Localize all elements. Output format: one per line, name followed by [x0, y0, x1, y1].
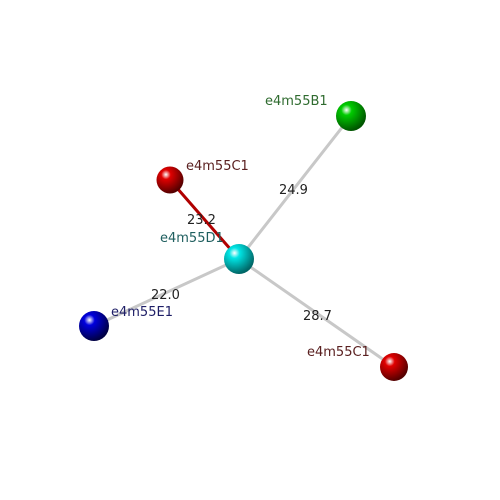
label-e4m55C1-top: e4m55C1 — [186, 159, 249, 174]
atom-e4m55E1[interactable] — [79, 311, 109, 341]
atom-e4m55C1-top[interactable] — [156, 166, 184, 194]
atom-e4m55B1[interactable] — [336, 101, 366, 131]
distance-center-c1-top: 23.2 — [187, 213, 216, 228]
distance-center-c1-bottom: 28.7 — [303, 309, 332, 324]
atoms — [79, 101, 408, 381]
label-e4m55E1: e4m55E1 — [111, 305, 173, 320]
atom-e4m55D1[interactable] — [224, 244, 254, 274]
edge-center-c1-bottom — [237, 257, 396, 369]
distance-center-e1: 22.0 — [151, 288, 180, 303]
edges — [92, 114, 396, 369]
edge-center-b1 — [237, 114, 353, 261]
atom-labels: e4m55B1 e4m55C1 e4m55D1 e4m55E1 e4m55C1 — [111, 94, 370, 360]
atom-e4m55C1-bottom[interactable] — [380, 353, 408, 381]
edge-center-c1-top — [168, 178, 241, 261]
label-e4m55D1: e4m55D1 — [160, 231, 224, 246]
label-e4m55B1: e4m55B1 — [265, 94, 328, 109]
label-e4m55C1-bottom: e4m55C1 — [307, 345, 370, 360]
distance-labels: 24.9 23.2 22.0 28.7 — [151, 183, 332, 324]
distance-center-b1: 24.9 — [279, 183, 308, 198]
edge-center-e1 — [92, 257, 241, 328]
